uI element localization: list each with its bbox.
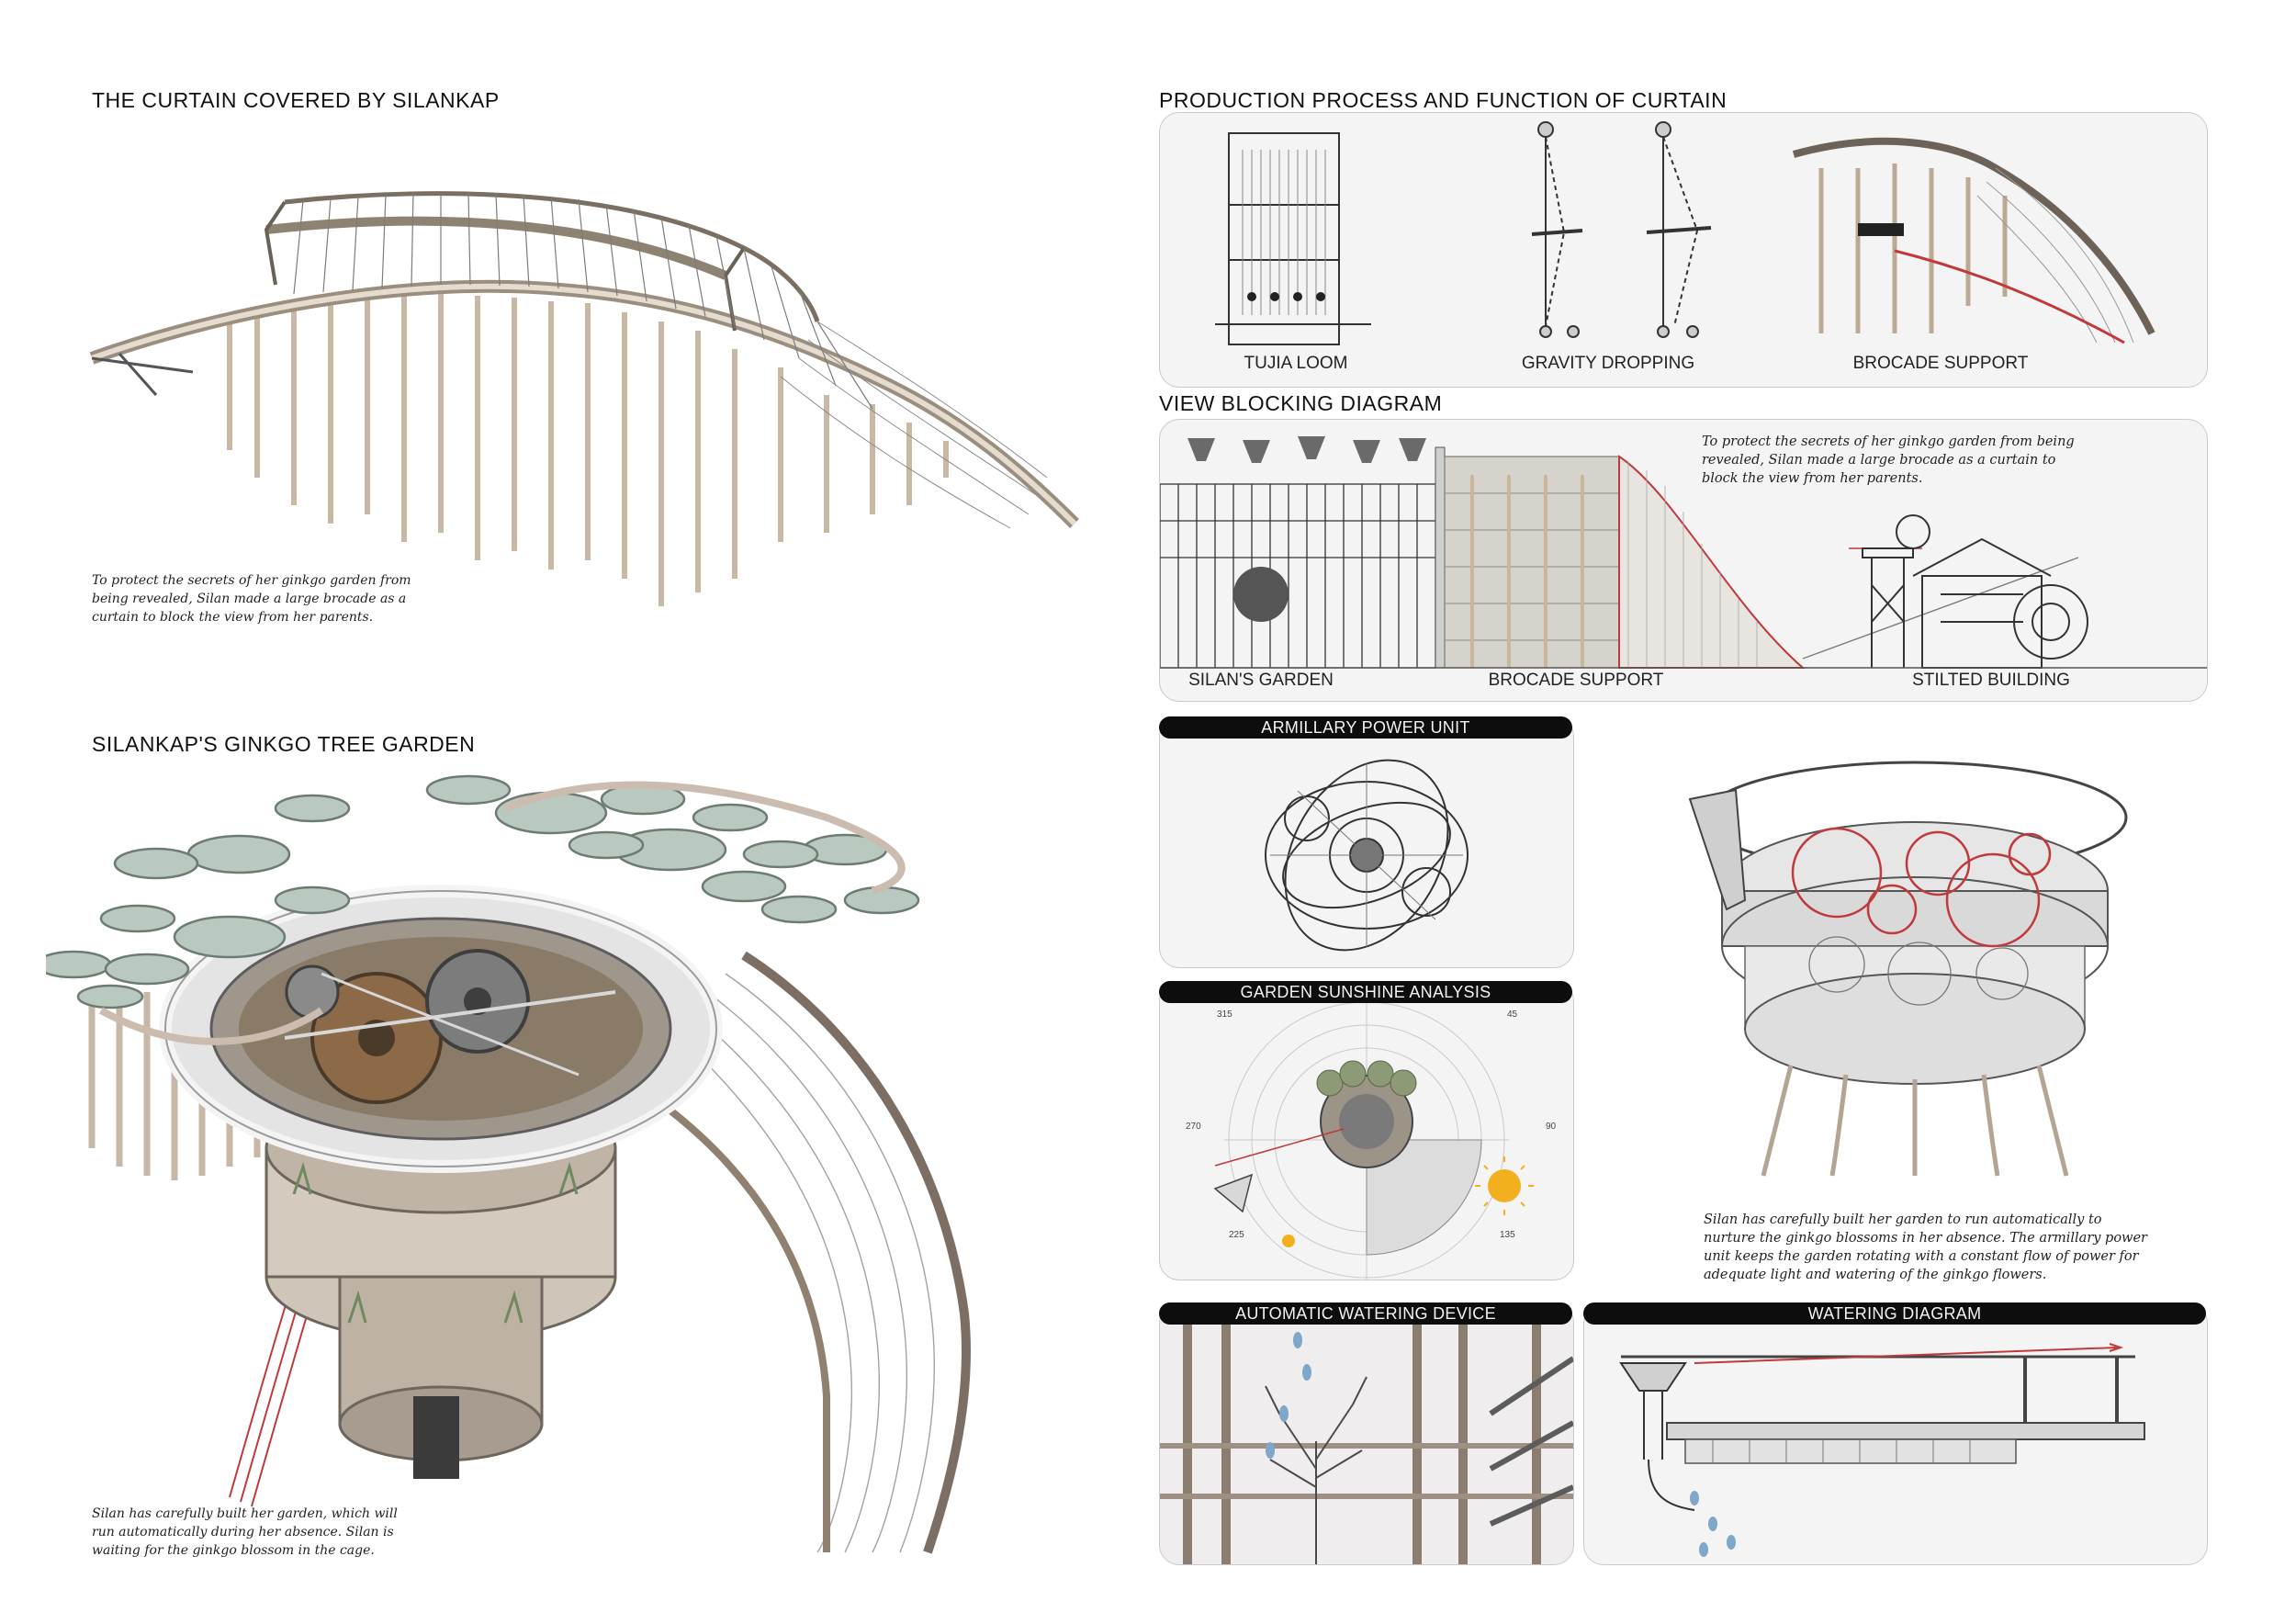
view-blocking-drawing — [1160, 436, 2207, 669]
watering-diagram-title-bar: WATERING DIAGRAM — [1583, 1303, 2206, 1325]
production-label-loom: TUJIA LOOM — [1244, 354, 1348, 373]
armillary-drawing — [1265, 759, 1469, 952]
production-label-gravity: GRAVITY DROPPING — [1521, 354, 1695, 373]
garden-caption: Silan has carefully built her garden, wh… — [92, 1506, 398, 1558]
watering-device-title-bar: AUTOMATIC WATERING DEVICE — [1159, 1303, 1572, 1325]
garden-title: SILANKAP'S GINKGO TREE GARDEN — [92, 732, 476, 756]
mechanism-drawing — [1688, 761, 2128, 1177]
production-label-brocade: BROCADE SUPPORT — [1852, 354, 2029, 373]
tick-45: 45 — [1507, 1009, 1518, 1020]
view-label-stilted: STILTED BUILDING — [1912, 671, 2070, 690]
mechanism-caption: Silan has carefully built her garden to … — [1704, 1212, 2147, 1282]
sunshine-panel: 315 45 270 90 225 135 — [1159, 981, 1574, 1280]
production-drawing — [1215, 121, 2155, 345]
watering-device-panel — [1159, 1303, 1574, 1565]
curtain-title: THE CURTAIN COVERED BY SILANKAP — [92, 88, 500, 112]
production-title: PRODUCTION PROCESS AND FUNCTION OF CURTA… — [1159, 88, 1728, 112]
sunshine-title-bar: GARDEN SUNSHINE ANALYSIS — [1159, 981, 1572, 1003]
tick-90: 90 — [1546, 1122, 1557, 1132]
armillary-panel — [1159, 716, 1574, 968]
tick-315: 315 — [1217, 1009, 1232, 1020]
ginkgo-garden-drawing — [46, 774, 971, 1554]
production-panel: TUJIA LOOM GRAVITY DROPPING BROCADE SUPP… — [1159, 112, 2208, 388]
view-label-brocade: BROCADE SUPPORT — [1488, 671, 1664, 690]
view-label-garden: SILAN'S GARDEN — [1188, 671, 1334, 690]
watering-diagram-panel — [1583, 1303, 2208, 1565]
view-title: VIEW BLOCKING DIAGRAM — [1159, 391, 1443, 415]
watering-device-drawing — [1160, 1303, 1573, 1564]
tick-135: 135 — [1500, 1230, 1515, 1240]
armillary-title-bar: ARMILLARY POWER UNIT — [1159, 716, 1572, 739]
view-panel: To protect the secrets of her ginkgo gar… — [1159, 419, 2208, 702]
watering-diagram-drawing — [1619, 1343, 2145, 1557]
sunshine-drawing — [1213, 1000, 1534, 1280]
tick-270: 270 — [1186, 1122, 1201, 1132]
view-caption: To protect the secrets of her ginkgo gar… — [1702, 434, 2075, 486]
curtain-bridge-drawing — [89, 191, 1079, 606]
curtain-caption: To protect the secrets of her ginkgo gar… — [92, 573, 411, 625]
tick-225: 225 — [1229, 1230, 1244, 1240]
